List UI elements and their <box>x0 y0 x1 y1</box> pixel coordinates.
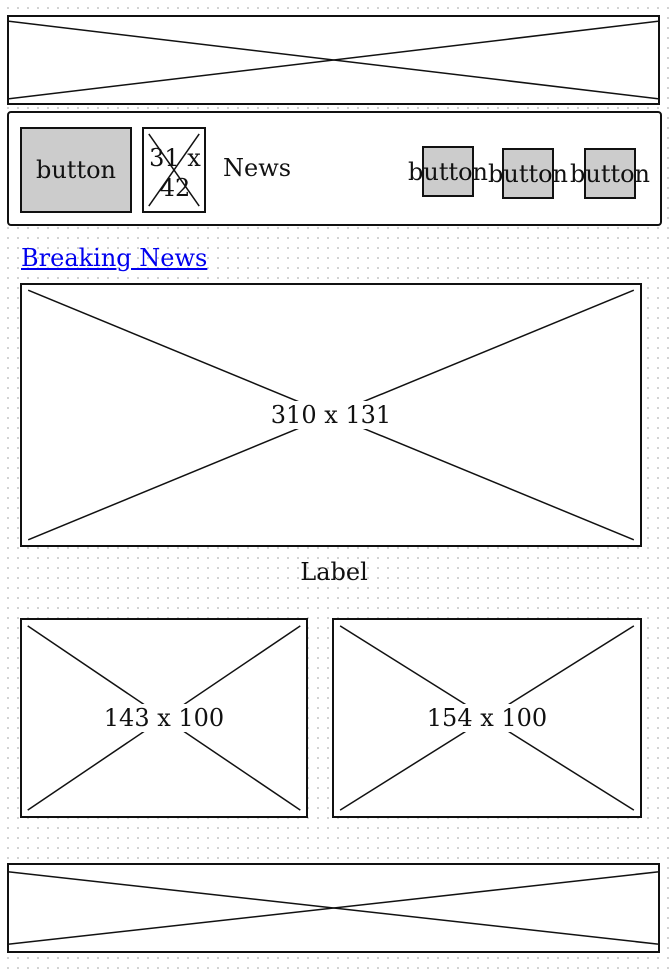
header-banner-placeholder <box>7 15 660 105</box>
toolbar-button-2-label: button <box>488 159 569 188</box>
image-placeholder-icon <box>9 865 658 951</box>
menu-button[interactable]: button <box>20 127 132 213</box>
thumbnail-right-placeholder: 154 x 100 <box>332 618 642 818</box>
toolbar-button-1-label: button <box>408 157 489 186</box>
thumbnail-right-size-label: 154 x 100 <box>424 704 550 732</box>
logo-placeholder-icon <box>144 129 204 211</box>
thumbnail-left-placeholder: 143 x 100 <box>20 618 308 818</box>
toolbar-title: News <box>223 154 292 182</box>
menu-button-label: button <box>35 156 116 184</box>
toolbar-button-1[interactable]: button <box>408 146 488 197</box>
hero-caption: Label <box>300 558 368 586</box>
toolbar-button-3-label: button <box>570 159 651 188</box>
toolbar-button-3[interactable]: button <box>570 148 650 199</box>
logo-placeholder: 31 x 42 <box>142 127 206 213</box>
thumbnail-left-size-label: 143 x 100 <box>101 704 227 732</box>
hero-image-placeholder: 310 x 131 <box>20 283 642 547</box>
toolbar-button-2[interactable]: button <box>488 148 568 199</box>
breaking-news-link[interactable]: Breaking News <box>21 244 208 272</box>
hero-image-size-label: 310 x 131 <box>268 401 394 429</box>
image-placeholder-icon <box>9 17 658 103</box>
logo-size-label: 31 x 42 <box>149 144 201 202</box>
footer-banner-placeholder <box>7 863 660 953</box>
